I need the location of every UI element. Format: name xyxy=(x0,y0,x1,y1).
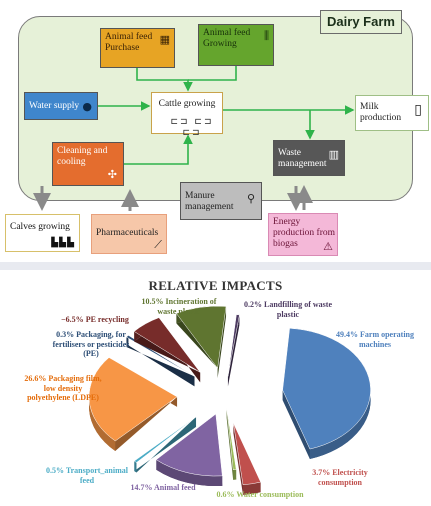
chart-title: RELATIVE IMPACTS xyxy=(148,278,283,293)
pie-slice xyxy=(133,317,201,383)
slice-label-electricity: 3.7% Electricity consumption xyxy=(312,468,368,487)
energy-production-from-biogas-box: Energy production from biogas ⚠ xyxy=(268,213,338,256)
pie-slice-top xyxy=(133,416,197,463)
trash-bin-icon: ▥ xyxy=(328,148,339,161)
water-supply-label: Water supply xyxy=(29,101,80,111)
calves-growing-box: Calves growing ▙▙▙ xyxy=(5,214,80,252)
water-drop-icon: ● xyxy=(82,100,92,113)
animal-feed-growing-label: Animal feed Growing xyxy=(203,28,251,49)
pie-slice-rim xyxy=(233,469,237,480)
section-divider xyxy=(0,262,431,270)
pie-slice xyxy=(175,305,227,379)
manure-management-label: Manure management xyxy=(185,191,234,212)
slice-label-incineration: 10.5% Incineration of waste plastic xyxy=(141,297,217,316)
crops-icon: ⫼ xyxy=(263,29,269,42)
energy-production-from-biogas-label: Energy production from biogas xyxy=(273,217,336,249)
water-supply-box: Water supply ● xyxy=(24,92,98,120)
pie-slice-top xyxy=(282,328,371,450)
waste-management-box: Waste management ▥ xyxy=(273,140,345,176)
pie-slice-top xyxy=(226,407,237,470)
pie-slice-top xyxy=(88,357,178,442)
pie-slice-side xyxy=(134,416,197,473)
dairy-farm-diagram: Dairy Farm Animal feed Purchase ▦ Animal… xyxy=(5,10,429,256)
hazard-icon: ⚠ xyxy=(323,240,333,253)
pie-slice xyxy=(226,407,237,480)
wind-turbine-icon: ✣ xyxy=(107,168,117,181)
pie-slice xyxy=(133,416,197,473)
calves-growing-label: Calves growing xyxy=(10,222,70,232)
pie-slice-top xyxy=(133,317,201,373)
cleaning-and-cooling-label: Cleaning and cooling xyxy=(57,146,108,167)
slice-label-pe-recycling: −6.5% PE recycling xyxy=(61,315,129,324)
cattle-growing-box: Cattle growing ⊏⊐ ⊏⊐ ⊏⊐ xyxy=(151,92,223,138)
pharmaceuticals-box: Pharmaceuticals ⟋ xyxy=(91,214,167,254)
milk-bottle-icon: ▯ xyxy=(414,102,422,118)
animal-feed-purchase-label: Animal feed Purchase xyxy=(105,32,153,53)
cows-icon: ⊏⊐ ⊏⊐ ⊏⊐ xyxy=(170,117,214,138)
calves-icon: ▙▙▙ xyxy=(51,238,75,248)
slice-label-farm-machines: 49.4% Farm operating machines xyxy=(336,330,414,349)
pie-slice-rim xyxy=(134,461,137,473)
milk-production-label: Milk production xyxy=(360,102,402,123)
pie-slice-side xyxy=(126,345,195,387)
slice-label-landfilling: 0.2% Landfilling of waste plastic xyxy=(243,300,332,319)
pie-slice-top xyxy=(155,413,223,477)
pie-slice-top xyxy=(227,314,240,377)
pie-slice xyxy=(88,357,178,451)
syringe-icon: ⟋ xyxy=(154,238,162,251)
pie-slice-top xyxy=(175,305,227,369)
slice-label-packaging-pe: 0.3% Packaging, for fertilisers or pesti… xyxy=(52,330,130,358)
slice-label-water: 0.6% Water consumption xyxy=(216,490,304,499)
money-icon: ▦ xyxy=(159,33,170,46)
pie-slice-side xyxy=(227,324,240,387)
slice-label-transport: 0.5% Transport_animal feed xyxy=(46,466,128,485)
waste-management-label: Waste management xyxy=(278,148,327,169)
pie-slice-rim xyxy=(242,482,261,495)
flow-connectors xyxy=(33,66,355,211)
pie-slice-rim xyxy=(156,459,223,487)
pie-slice xyxy=(155,413,223,487)
animal-feed-purchase-box: Animal feed Purchase ▦ xyxy=(100,28,175,68)
pie-slice xyxy=(233,423,262,495)
slice-label-ldpe: 26.6% Packaging film, low density polyet… xyxy=(24,374,102,402)
animal-feed-growing-box: Animal feed Growing ⫼ xyxy=(198,24,274,66)
farm-title: Dairy Farm xyxy=(320,10,402,34)
milk-production-box: Milk production ▯ xyxy=(355,95,429,131)
pie-slice xyxy=(227,314,240,387)
manure-management-box: Manure management ⚲ xyxy=(180,182,262,220)
pharmaceuticals-label: Pharmaceuticals xyxy=(96,228,159,238)
pie-slice-top xyxy=(233,423,262,486)
pie-slice-rim xyxy=(126,335,129,348)
slice-label-animal-feed: 14.7% Animal feed xyxy=(130,483,196,492)
cattle-growing-label: Cattle growing xyxy=(158,99,216,109)
manure-pump-icon: ⚲ xyxy=(246,192,255,205)
pie-slice xyxy=(282,328,371,460)
cleaning-and-cooling-box: Cleaning and cooling ✣ xyxy=(52,142,124,186)
